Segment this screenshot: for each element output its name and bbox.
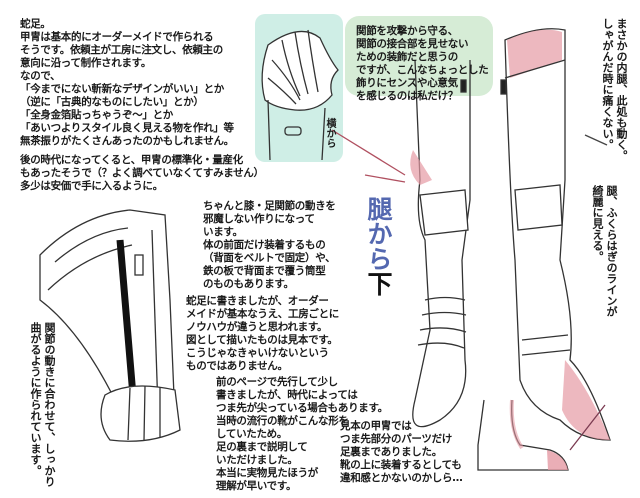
pointed-toe-note: 前のページで先行して少し 書きましたが、時代によっては つま先が尖っている場合も… xyxy=(216,376,388,492)
title-main: 腿から xyxy=(364,196,393,271)
leg-armor-drawing xyxy=(39,209,181,442)
knee-joint-note: ちゃんと膝・足関節の動きを 邪魔しない作りになって います。 体の前面だけ装着す… xyxy=(203,200,336,290)
page-title: 腿から下 xyxy=(364,196,393,296)
intro-note: 蛇足。 甲冑は基本的にオーダーメイドで作られる そうです。依頼主が工房に注文し、… xyxy=(20,18,234,147)
sample-armor-note: 見本の甲冑では つま先部分のパーツだけ 足裏までありました。 靴の上に装着すると… xyxy=(340,420,463,484)
order-made-note: 蛇足に書きましたが、オーダー メイドが基本なうえ、工房ごとに ノウハウが違うと思… xyxy=(186,295,339,372)
greave-front-drawing xyxy=(410,59,471,428)
joint-bend-note: 関節の動きに合わせて、しっかり 曲がるように作られています。 xyxy=(29,322,56,487)
side-view-label: 横から xyxy=(324,118,335,148)
speech-bubble xyxy=(345,16,493,96)
title-last: 下 xyxy=(364,271,393,296)
later-era-note: 後の時代になってくると、甲冑の標準化・量産化 もあったそうで（？よく調べていなく… xyxy=(20,154,264,192)
inner-thigh-note: まさかの内腿、此処も動く。 しゃがんだ時に痛くない。 xyxy=(601,18,628,161)
calf-line-note: 腿、ふくらはぎのラインが 綺麗に見える。 xyxy=(591,185,618,317)
knee-cop-drawing xyxy=(261,29,339,161)
bubble-note: 関節を攻撃から守る、 関節の接合部を見せない ための装飾だと思うの ですが、こん… xyxy=(356,25,489,102)
greave-right-drawing xyxy=(500,28,611,441)
shoe-side-drawing xyxy=(477,399,569,471)
